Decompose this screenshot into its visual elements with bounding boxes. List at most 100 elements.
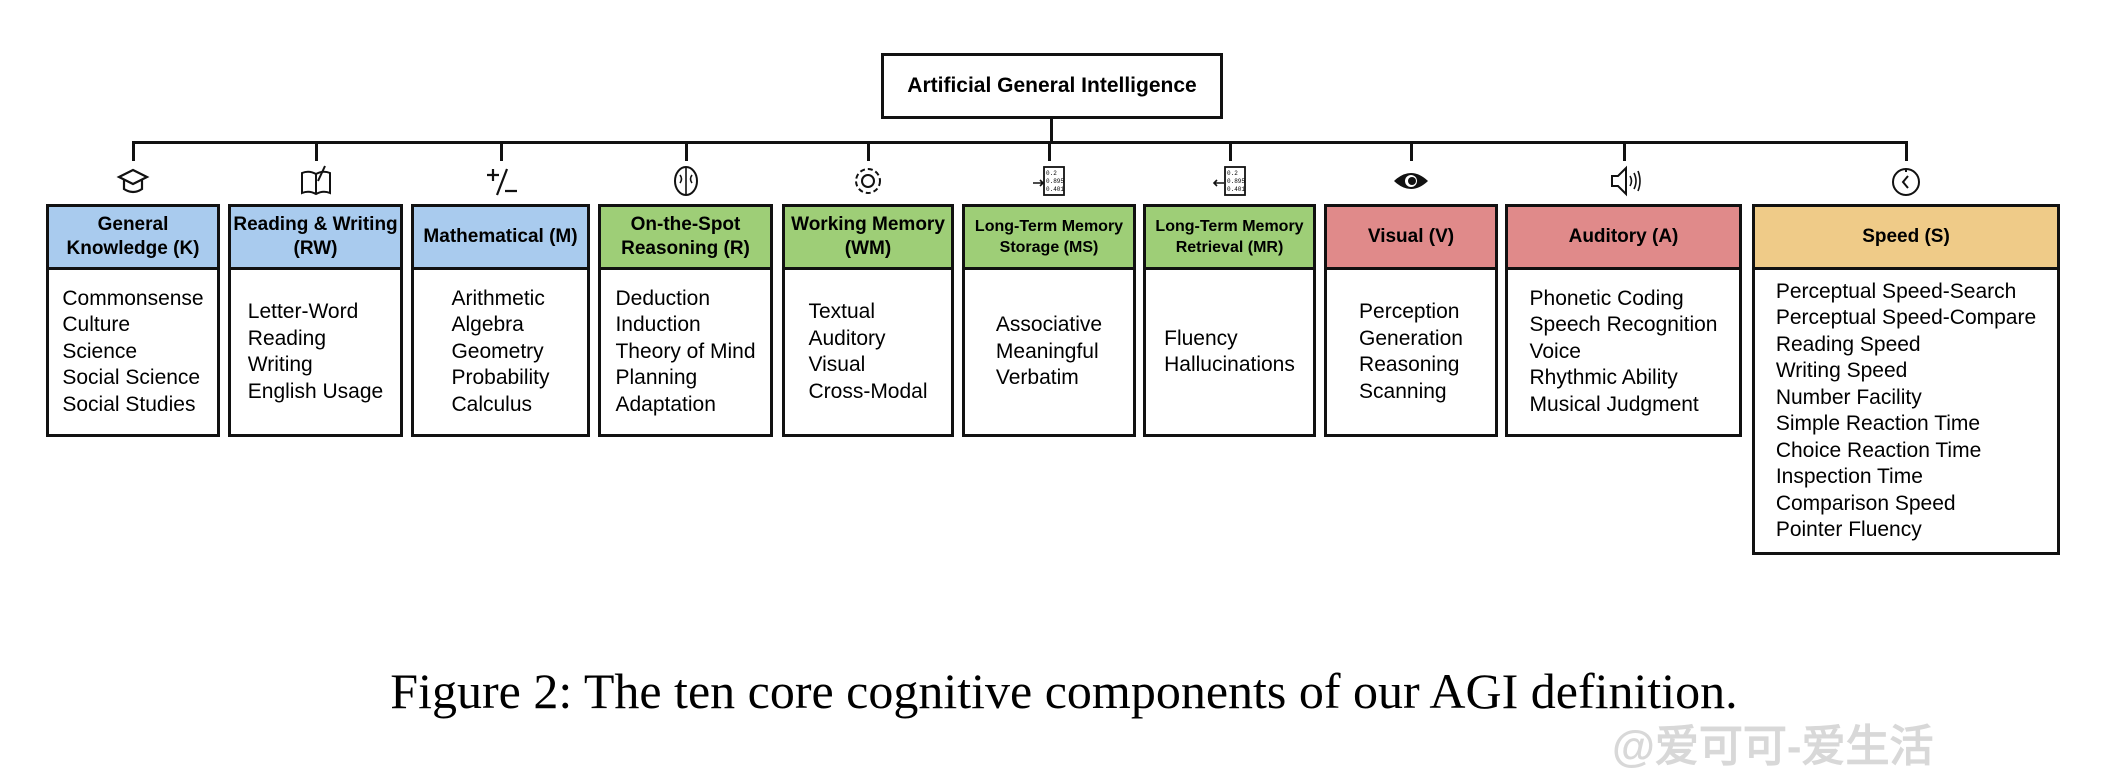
component-title: Speed (S) [1755,207,2057,270]
subskill-item: Geometry [451,339,544,363]
subskill-item: Reasoning [1359,353,1460,376]
eye-icon [1394,173,1428,189]
clock-icon [1892,168,1920,196]
svg-text:0.895: 0.895 [1046,178,1064,185]
subskill-item: Inspection Time [1775,465,1923,488]
subskill-item: Reading Speed [1775,332,1921,356]
branch-connector [315,141,318,161]
brain-icon [674,166,698,196]
graduation-cap-icon [116,168,150,194]
gear-icon [855,168,881,194]
root-node-agi: Artificial General Intelligence [881,53,1223,119]
subskill-item: Planning [615,366,698,390]
figure-caption: Figure 2: The ten core cognitive compone… [390,663,1738,719]
plus-minus-icon [487,168,517,196]
branch-connector [1623,141,1626,161]
subskill-item: Scanning [1359,379,1447,403]
subskill-item: Visual [808,353,866,376]
subskill-item: Writing [247,353,313,376]
subskill-item: Simple Reaction Time [1775,412,1981,435]
subskill-item: Auditory [808,326,886,350]
book-pen-icon [301,165,331,196]
subskill-item: Theory of Mind [615,339,756,363]
branch-connector [685,141,688,161]
subskill-item: Commonsense [62,286,204,310]
component-title: Long-Term Memory Storage (MS) [965,207,1133,270]
branch-connector [132,141,135,161]
svg-text:0.401: 0.401 [1227,186,1245,193]
speaker-icon [1611,165,1641,197]
component-title: Long-Term Memory Retrieval (MR) [1146,207,1313,270]
subskill-item: Culture [62,313,131,337]
subskill-item: Comparison Speed [1775,491,1956,515]
subskill-item: Letter-Word [247,300,359,323]
subskill-item: Reading [247,326,327,350]
subskill-item: Algebra [451,313,524,337]
subskill-item: Textual [808,300,876,323]
subskill-item: Induction [615,313,701,337]
component-title: Visual (V) [1327,207,1495,270]
subskill-item: English Usage [247,379,384,403]
subskill-item: Writing Speed [1775,359,1908,382]
component-title: Auditory (A) [1508,207,1739,270]
subskill-item: Phonetic Coding [1529,286,1684,310]
subskill-item: Generation [1359,326,1463,350]
subskill-item: Perceptual Speed-Compare [1775,306,2037,329]
component-card: Long-Term Memory Storage (MS)Associative… [962,204,1136,437]
svg-text:0.2: 0.2 [1046,170,1057,177]
component-title: Reading & Writing (RW) [231,207,400,270]
branch-connector [1229,141,1232,161]
subskill-item: Musical Judgment [1529,392,1699,416]
subskill-item: Rhythmic Ability [1529,366,1678,390]
subskill-item: Cross-Modal [808,379,928,403]
component-title: On-the-Spot Reasoning (R) [601,207,770,270]
subskill-item: Probability [451,366,550,390]
branch-connector [1048,141,1051,161]
component-title: General Knowledge (K) [49,207,217,270]
subskill-item: Pointer Fluency [1775,518,1922,541]
subskill-item: Perceptual Speed-Search [1775,279,2017,303]
subskill-item: Perception [1359,300,1460,323]
component-title: Working Memory (WM) [785,207,951,270]
branch-connector [867,141,870,161]
branch-connector [1905,141,1908,161]
subskill-item: Number Facility [1775,385,1922,409]
subskill-item: Associative [995,313,1103,337]
subskill-item: Deduction [615,286,711,310]
root-label: Artificial General Intelligence [907,74,1197,97]
branch-connector [500,141,503,161]
svg-text:0.401: 0.401 [1046,186,1064,193]
branch-line [132,141,1906,144]
subskill-item: Social Science [62,366,201,390]
branch-connector [1410,141,1413,161]
subskill-item: Science [62,339,138,363]
subskill-item: Social Studies [62,392,196,416]
subskill-item: Fluency [1164,326,1238,350]
watermark: @爱可可-爱生活 [1612,722,1934,771]
